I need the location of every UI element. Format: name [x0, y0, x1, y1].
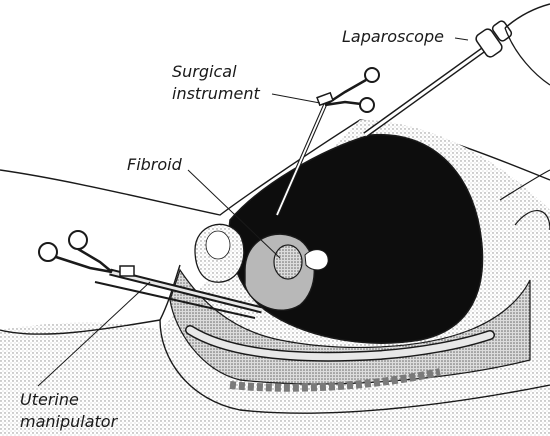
label-uterine-manipulator-line2: manipulator — [20, 412, 117, 432]
label-laparoscope: Laparoscope — [342, 27, 444, 47]
bladder-lumen — [206, 231, 230, 259]
grasper-ring-2 — [360, 98, 374, 112]
leader-laparoscope — [455, 38, 468, 40]
label-surgical-instrument-line2: instrument — [172, 84, 260, 104]
label-uterine-manipulator-line1: Uterine — [20, 390, 79, 410]
label-fibroid: Fibroid — [127, 155, 182, 175]
light-cable — [505, 4, 550, 28]
manipulator-ring-1 — [69, 231, 87, 249]
adnexa — [305, 250, 328, 270]
manipulator-ring-2 — [39, 243, 57, 261]
fibroid-mass — [274, 245, 302, 279]
label-surgical-instrument-line1: Surgical — [172, 62, 237, 82]
leader-surgical-instrument — [272, 94, 320, 103]
grasper-ring-1 — [365, 68, 379, 82]
